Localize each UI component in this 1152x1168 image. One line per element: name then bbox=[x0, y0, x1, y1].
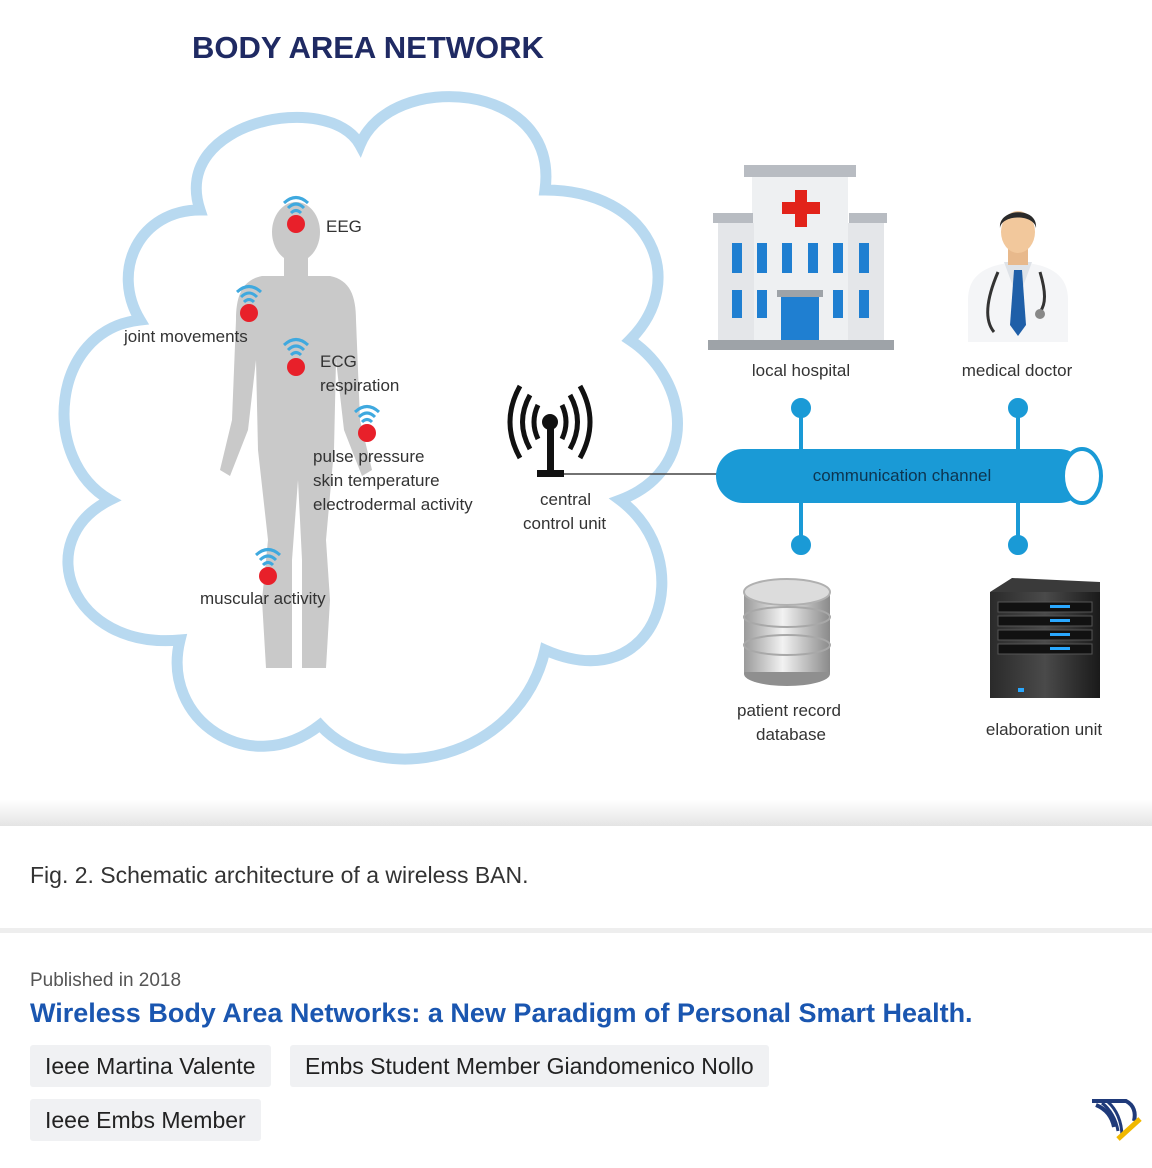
section-divider bbox=[0, 928, 1152, 933]
label-central-2: control unit bbox=[523, 514, 606, 533]
label-muscular-activity: muscular activity bbox=[200, 589, 326, 608]
body-area-network-diagram: BODY AREA NETWORK EEG joint movements EC… bbox=[58, 30, 1103, 765]
author-chip[interactable]: Ieee Martina Valente bbox=[30, 1045, 271, 1087]
label-pulse-pressure: pulse pressure bbox=[313, 447, 425, 466]
label-respiration: respiration bbox=[320, 376, 399, 395]
author-chip[interactable]: Ieee Embs Member bbox=[30, 1099, 261, 1141]
sensor-ecg bbox=[282, 338, 310, 376]
semantic-scholar-logo-icon[interactable] bbox=[1088, 1093, 1144, 1145]
figure-caption: Fig. 2. Schematic architecture of a wire… bbox=[30, 862, 529, 888]
label-eeg: EEG bbox=[326, 217, 362, 236]
label-patient-record: patient record bbox=[737, 701, 841, 720]
communication-channel: communication channel bbox=[716, 447, 1103, 505]
author-chip[interactable]: Embs Student Member Giandomenico Nollo bbox=[290, 1045, 769, 1087]
sensor-muscular bbox=[254, 548, 282, 585]
label-skin-temperature: skin temperature bbox=[313, 471, 440, 490]
label-local-hospital: local hospital bbox=[752, 361, 850, 380]
label-communication-channel: communication channel bbox=[813, 466, 992, 485]
hospital-icon bbox=[708, 165, 894, 350]
figure-image: BODY AREA NETWORK EEG joint movements EC… bbox=[58, 30, 1103, 765]
sensor-eeg bbox=[282, 196, 310, 233]
label-elaboration-unit: elaboration unit bbox=[986, 720, 1103, 739]
database-icon bbox=[743, 578, 831, 686]
label-medical-doctor: medical doctor bbox=[962, 361, 1073, 380]
diagram-title: BODY AREA NETWORK bbox=[192, 30, 545, 65]
label-joint-movements: joint movements bbox=[123, 327, 248, 346]
figure-bottom-shadow bbox=[0, 800, 1152, 826]
network-cloud-outline bbox=[58, 91, 683, 765]
paper-title-link[interactable]: Wireless Body Area Networks: a New Parad… bbox=[30, 998, 973, 1028]
label-ecg: ECG bbox=[320, 352, 357, 371]
doctor-icon bbox=[968, 211, 1068, 342]
label-electrodermal-activity: electrodermal activity bbox=[313, 495, 473, 514]
label-database: database bbox=[756, 725, 826, 744]
sensor-joint bbox=[235, 285, 263, 322]
server-icon bbox=[990, 578, 1100, 698]
label-central-1: central bbox=[540, 490, 591, 509]
sensor-pulse bbox=[353, 405, 381, 442]
antenna-icon bbox=[507, 384, 593, 477]
channel-connectors bbox=[791, 398, 1028, 555]
published-year: Published in 2018 bbox=[30, 970, 182, 991]
